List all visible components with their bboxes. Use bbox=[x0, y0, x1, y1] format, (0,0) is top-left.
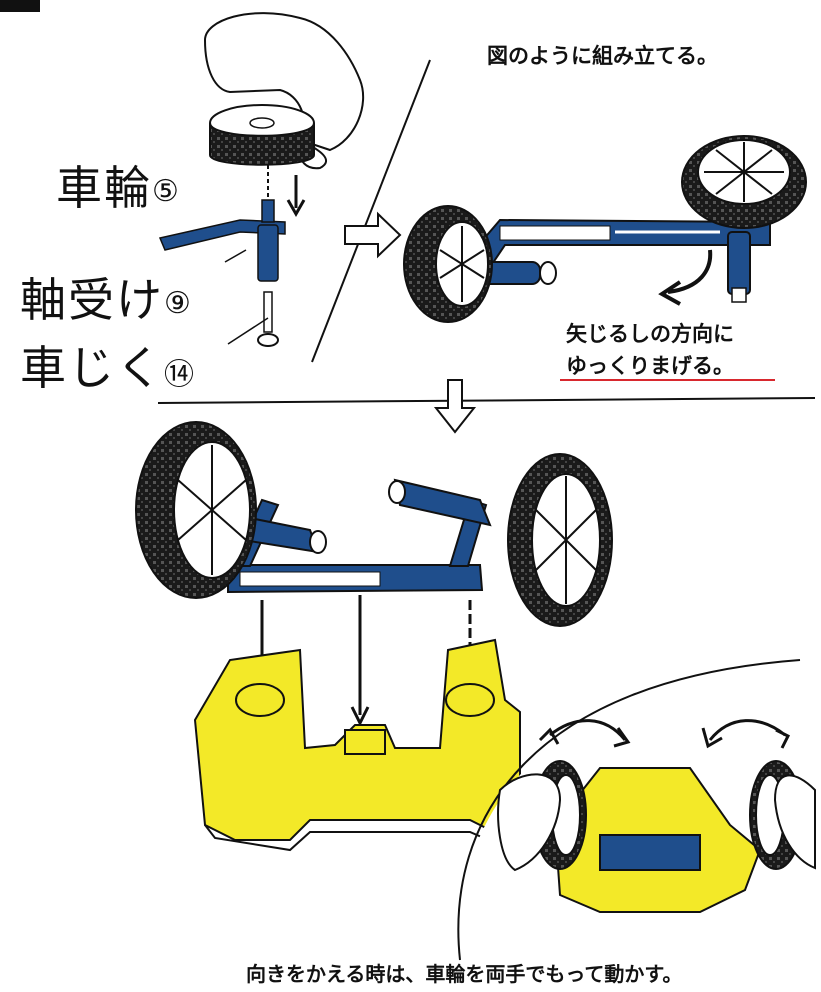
outline-arrow-icon bbox=[433, 379, 477, 434]
outline-arrow-icon bbox=[344, 211, 402, 259]
diagonal-divider bbox=[311, 59, 431, 363]
double-arrow-icon bbox=[701, 719, 791, 749]
part-label-bearing: 軸受け⑨ bbox=[20, 273, 193, 327]
wheel-icon bbox=[209, 104, 315, 166]
wheel-icon bbox=[507, 453, 613, 627]
bend-instruction-line2: ゆっくりまげる。 bbox=[566, 354, 734, 378]
axle-flat bbox=[438, 218, 771, 303]
inset-outline bbox=[457, 659, 801, 961]
step-marker bbox=[0, 0, 40, 12]
curved-arrow-icon bbox=[658, 249, 713, 306]
double-arrow-icon bbox=[538, 719, 631, 748]
hand-icon bbox=[497, 773, 816, 872]
part-label-axle: 車じく⑭ bbox=[20, 341, 196, 395]
part-label-wheel: 車輪⑤ bbox=[56, 161, 181, 215]
bend-instruction-line1: 矢じるしの方向に bbox=[566, 322, 734, 346]
wheel-icon bbox=[681, 135, 807, 229]
wheel-icon bbox=[403, 205, 493, 323]
turning-instruction: 向きをかえる時は、車輪を両手でもって動かす。 bbox=[246, 962, 683, 986]
horizontal-divider bbox=[157, 397, 816, 404]
yellow-body bbox=[553, 767, 762, 913]
wheel-icon bbox=[135, 421, 257, 599]
yellow-body bbox=[193, 638, 521, 852]
bearing-part bbox=[158, 199, 286, 282]
axle-pin-part bbox=[257, 291, 279, 347]
assembly-instruction: 図のように組み立てる。 bbox=[487, 44, 718, 68]
down-arrow-icon bbox=[286, 175, 306, 218]
